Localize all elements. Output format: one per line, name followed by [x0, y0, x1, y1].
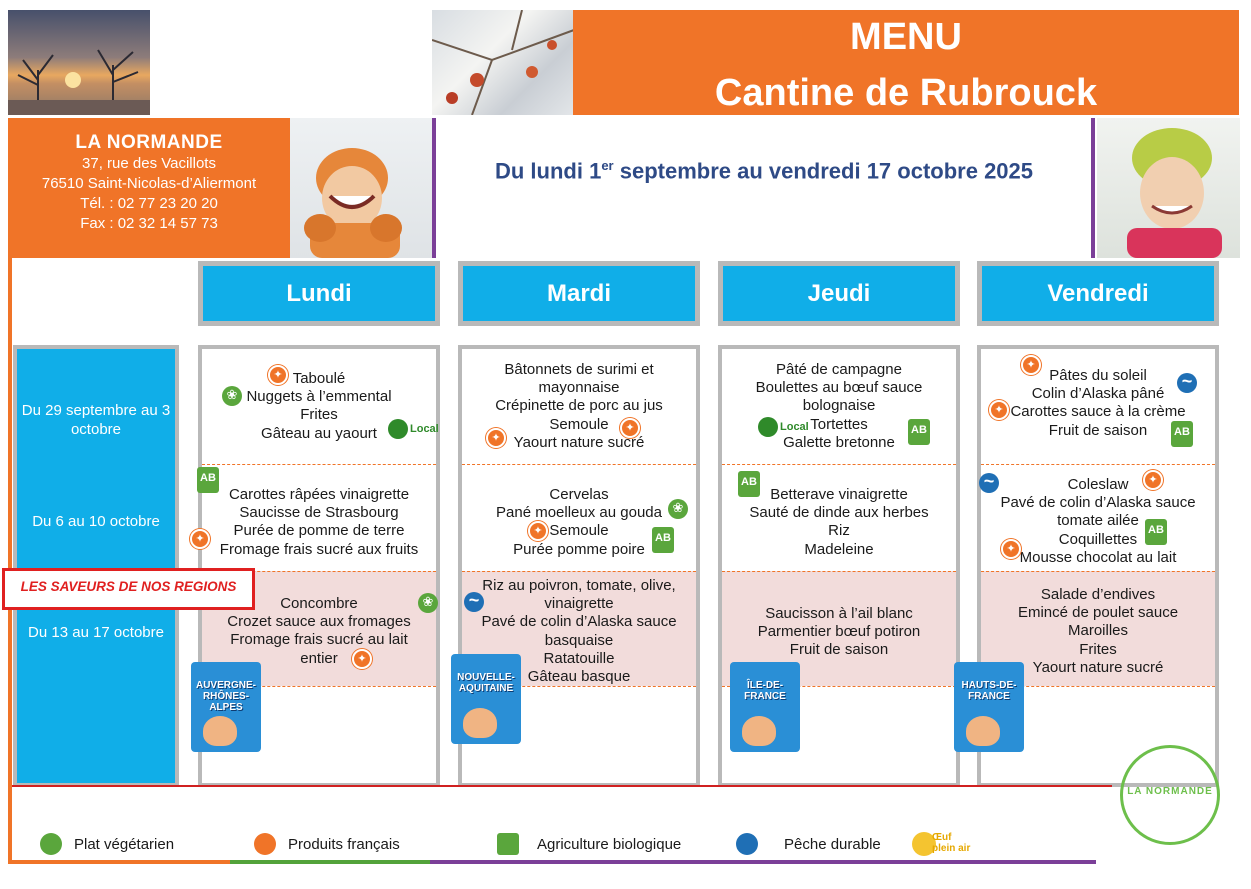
week-label-3: Du 13 au 17 octobre: [28, 624, 164, 641]
day-header-vendredi: Vendredi: [977, 261, 1219, 326]
purple-divider-right: [1091, 118, 1095, 258]
region-badge-hauts-de-france: HAUTS-DE-FRANCE: [954, 662, 1024, 752]
french-products-icon: [528, 521, 548, 541]
week-label-2: Du 6 au 10 octobre: [32, 513, 160, 530]
sustainable-fishing-icon: [464, 590, 484, 612]
french-products-icon: [989, 400, 1009, 420]
menu-lundi-week-2: Carottes râpées vinaigrette Saucisse de …: [219, 486, 419, 558]
organic-ab-icon: AB: [1171, 421, 1193, 447]
menu-column-mardi: Bâtonnets de surimi et mayonnaise Crépin…: [451, 345, 700, 787]
week-separator: [981, 686, 1215, 687]
organic-ab-icon: AB: [738, 471, 760, 497]
fax-number: Fax : 02 32 14 57 73: [80, 215, 218, 232]
day-header-jeudi: Jeudi: [718, 261, 960, 326]
week-separator: [722, 686, 956, 687]
week-separator: [981, 571, 1215, 572]
french-products-icon: [1143, 470, 1163, 490]
organic-ab-icon: AB: [908, 419, 930, 445]
winter-sunset-photo: [8, 10, 150, 115]
organic-ab-icon: AB: [652, 527, 674, 553]
menu-label: MENU: [850, 16, 962, 58]
sustainable-fishing-icon: [736, 833, 758, 855]
organic-ab-icon: AB: [197, 467, 219, 493]
week-column: Du 29 septembre au 3 octobre Du 6 au 10 …: [13, 345, 179, 787]
menu-column-jeudi: Pâté de campagne Boulettes au bœuf sauce…: [718, 345, 960, 787]
apple-tree-photo: [432, 10, 574, 115]
vegetarian-icon: [668, 499, 688, 519]
orange-frame-line: [8, 258, 12, 864]
week-separator: [722, 464, 956, 465]
week-separator: [462, 571, 696, 572]
sustainable-fishing-icon: [979, 471, 999, 493]
week-separator: [202, 571, 436, 572]
vegetarian-icon: [40, 833, 62, 855]
french-products-icon: [190, 529, 210, 549]
week-label-1: Du 29 septembre au 3 octobre: [21, 402, 171, 438]
french-products-icon: [620, 418, 640, 438]
egg-icon: [912, 832, 936, 856]
la-normande-logo: LA NORMANDE: [1120, 745, 1220, 845]
menu-mardi-week-2: Cervelas Pané moelleux au gouda Semoule …: [496, 486, 662, 558]
caterer-address-block: LA NORMANDE 37, rue des Vacillots 76510 …: [8, 118, 290, 258]
child-orange-hat-photo: [290, 118, 432, 258]
caterer-name: LA NORMANDE: [75, 132, 223, 153]
organic-ab-icon: AB: [1145, 519, 1167, 545]
vegetarian-icon: [222, 386, 242, 406]
address-line-2: 76510 Saint-Nicolas-d’Aliermont: [41, 175, 257, 192]
menu-column-lundi: Taboulé Nuggets à l’emmental Frites Gâte…: [190, 345, 440, 787]
menu-period: Du lundi 1er septembre au vendredi 17 oc…: [494, 158, 1034, 184]
french-products-icon: [268, 365, 288, 385]
menu-lundi-week-3: Concombre Crozet sauce aux fromages From…: [227, 595, 411, 667]
day-header-lundi: Lundi: [198, 261, 440, 326]
bottom-bar-purple: [430, 860, 1096, 864]
menu-vendredi-week-2: Coleslaw Pavé de colin d’Alaska sauce to…: [1000, 476, 1196, 566]
week-separator: [202, 464, 436, 465]
french-products-icon: [254, 833, 276, 855]
menu-jeudi-week-3: Saucisson à l’ail blanc Parmentier bœuf …: [757, 605, 921, 659]
region-badge-nouvelle-aquitaine: NOUVELLE-AQUITAINE: [451, 654, 521, 744]
menu-jeudi-week-2: Betterave vinaigrette Sauté de dinde aux…: [749, 486, 929, 558]
week-separator: [202, 686, 436, 687]
vegetarian-icon: [418, 593, 438, 613]
page-title: Cantine de Rubrouck: [714, 72, 1098, 114]
regional-flavours-label: LES SAVEURS DE NOS REGIONS: [2, 568, 255, 610]
organic-ab-icon: [497, 833, 519, 855]
week-separator: [722, 571, 956, 572]
region-badge-ile-de-france: ÎLE-DE-FRANCE: [730, 662, 800, 752]
menu-jeudi-week-1: Pâté de campagne Boulettes au bœuf sauce…: [755, 361, 923, 451]
child-green-hat-photo: [1097, 118, 1240, 258]
menu-vendredi-week-1: Pâtes du soleil Colin d’Alaska pâné Caro…: [1010, 367, 1186, 439]
phone-number: Tél. : 02 77 23 20 20: [80, 195, 218, 212]
region-badge-auvergne: AUVERGNE-RHÔNES-ALPES: [191, 662, 261, 752]
french-products-icon: [1001, 539, 1021, 559]
sustainable-fishing-icon: [1177, 371, 1197, 393]
red-separator-line: [12, 785, 1112, 787]
address-line-1: 37, rue des Vacillots: [82, 155, 216, 172]
week-separator: [462, 464, 696, 465]
menu-lundi-week-1: Taboulé Nuggets à l’emmental Frites Gâte…: [246, 370, 392, 442]
menu-column-vendredi: Pâtes du soleil Colin d’Alaska pâné Caro…: [954, 345, 1219, 787]
menu-title-band: MENU Cantine de Rubrouck: [573, 10, 1239, 115]
menu-vendredi-week-3: Salade d’endives Emincé de poulet sauce …: [1017, 586, 1179, 676]
purple-divider-left: [432, 118, 436, 258]
bottom-bar-green: [230, 860, 430, 864]
french-products-icon: [486, 428, 506, 448]
menu-mardi-week-3: Riz au poivron, tomate, olive, vinaigret…: [481, 577, 677, 686]
day-header-mardi: Mardi: [458, 261, 700, 326]
local-product-icon: Local: [758, 417, 809, 437]
local-product-icon: Local: [388, 419, 439, 439]
week-separator: [981, 464, 1215, 465]
menu-mardi-week-1: Bâtonnets de surimi et mayonnaise Crépin…: [495, 361, 663, 451]
week-separator: [462, 686, 696, 687]
french-products-icon: [352, 649, 372, 669]
bottom-bar-orange: [10, 860, 230, 864]
french-products-icon: [1021, 355, 1041, 375]
